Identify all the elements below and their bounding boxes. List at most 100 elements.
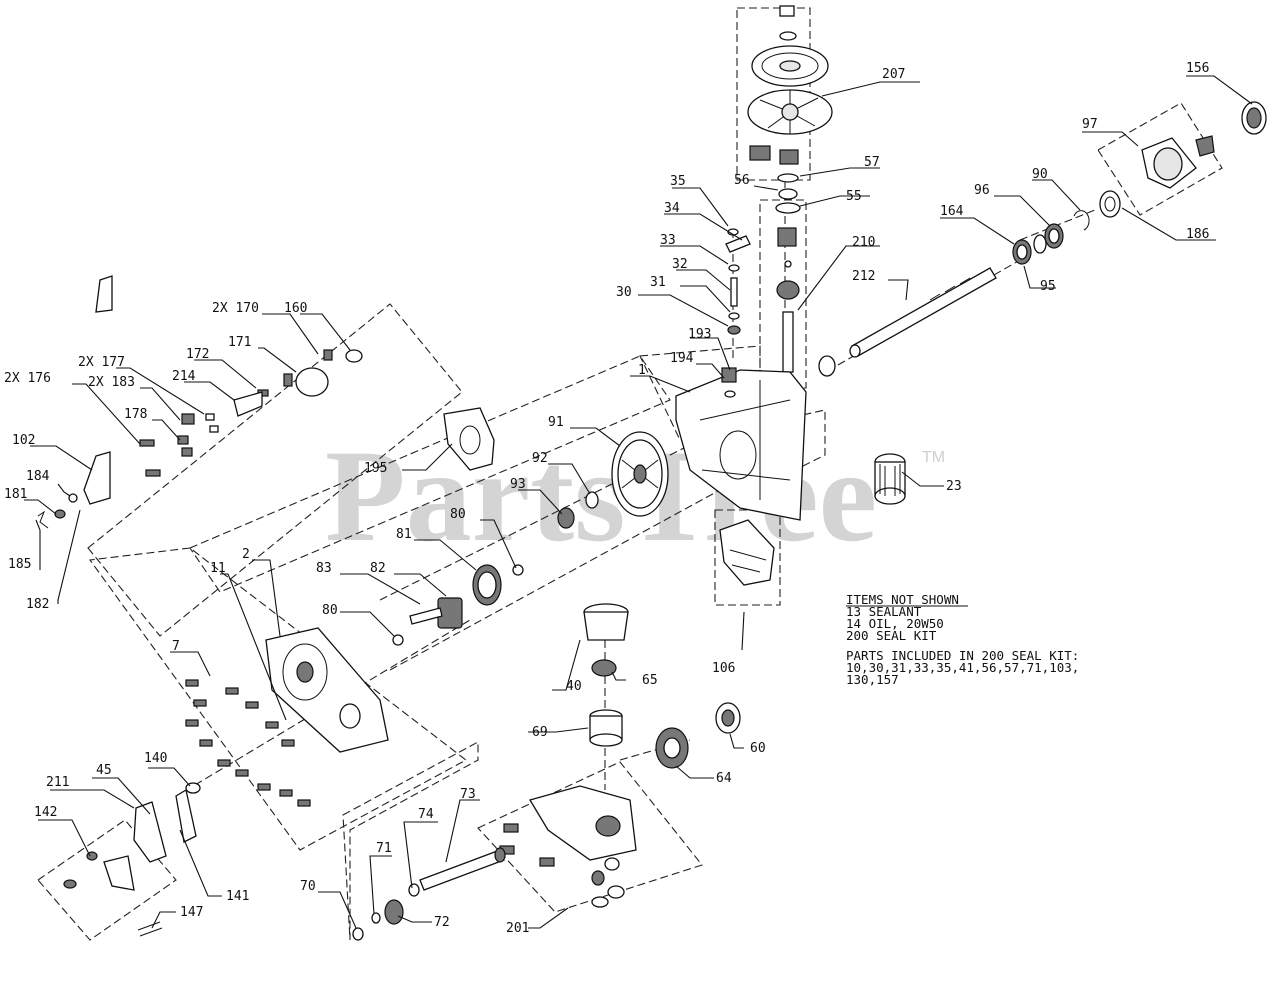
callout-2x183: 2X 183	[88, 375, 135, 390]
callout-1: 1	[638, 363, 646, 378]
callout-7: 7	[172, 639, 180, 654]
trademark-mark: TM	[922, 449, 945, 466]
part-seals-top	[775, 173, 801, 214]
nut	[779, 5, 795, 17]
callout-140: 140	[144, 751, 167, 766]
callout-164: 164	[940, 204, 964, 219]
notes-block: ITEMS NOT SHOWN 13 SEALANT 14 OIL, 20W50…	[846, 592, 1079, 687]
callout-92: 92	[532, 451, 548, 466]
callout-178: 178	[124, 407, 147, 422]
callout-142: 142	[34, 805, 57, 820]
part-linkage-fasteners	[139, 349, 363, 477]
callout-214: 214	[172, 369, 196, 384]
callout-182: 182	[26, 597, 49, 612]
outline-cover-plate	[89, 547, 468, 851]
part-106-cover	[719, 519, 775, 586]
outline-97-group	[1097, 102, 1223, 216]
part-axle	[818, 267, 997, 377]
notes-line-2: 14 OIL, 20W50	[846, 616, 944, 631]
callout-2: 2	[242, 547, 250, 562]
part-main-housing	[675, 367, 807, 521]
callout-30: 30	[616, 285, 632, 300]
hub	[749, 145, 771, 161]
callout-2x177: 2X 177	[78, 355, 125, 370]
callout-2x170: 2X 170	[212, 301, 259, 316]
part-pump-block	[583, 603, 741, 769]
callout-83: 83	[316, 561, 332, 576]
callout-11: 11	[210, 561, 226, 576]
outline-211-group	[37, 819, 177, 941]
callout-184: 184	[26, 469, 50, 484]
callout-172: 172	[186, 347, 209, 362]
callout-35: 35	[670, 174, 686, 189]
callout-80-bottom: 80	[322, 603, 338, 618]
callout-34: 34	[664, 201, 680, 216]
part-oil-filter	[874, 453, 906, 505]
callout-31: 31	[650, 275, 666, 290]
callout-91: 91	[548, 415, 564, 430]
callout-70: 70	[300, 879, 316, 894]
part-control-stack	[725, 228, 751, 335]
part-bypass-linkage	[37, 275, 201, 937]
callout-labels: 156 97 207 90 96 164 57 56 55 186 35 34 …	[4, 61, 1209, 936]
notes-line-3: 200 SEAL KIT	[846, 628, 937, 643]
callout-64: 64	[716, 771, 732, 786]
callout-56: 56	[734, 173, 750, 188]
axis-line-2	[389, 489, 721, 671]
callout-82: 82	[370, 561, 386, 576]
callout-65: 65	[642, 673, 658, 688]
part-bolts	[185, 679, 311, 807]
outline-201-group	[477, 761, 703, 913]
callout-207: 207	[882, 67, 905, 82]
part-93-bearing	[557, 507, 575, 529]
callout-147: 147	[180, 905, 203, 920]
callout-72: 72	[434, 915, 450, 930]
callout-80-top: 80	[450, 507, 466, 522]
notes-header: ITEMS NOT SHOWN	[846, 592, 959, 607]
callout-74: 74	[418, 807, 434, 822]
callout-211: 211	[46, 775, 69, 790]
callout-201: 201	[506, 921, 529, 936]
callout-55: 55	[846, 189, 862, 204]
leader-lines	[24, 75, 1253, 929]
callout-40: 40	[566, 679, 582, 694]
part-195-cover	[443, 407, 495, 471]
callout-60: 60	[750, 741, 766, 756]
callout-90: 90	[1032, 167, 1048, 182]
callout-95: 95	[1040, 279, 1056, 294]
notes-line-7: 130,157	[846, 672, 899, 687]
part-pump-shaft	[776, 227, 800, 373]
callout-32: 32	[672, 257, 688, 272]
callout-2x176: 2X 176	[4, 371, 51, 386]
washer	[779, 31, 797, 41]
part-end-cover	[265, 627, 389, 753]
part-92-washer	[585, 491, 599, 509]
callout-97: 97	[1082, 117, 1098, 132]
callout-160: 160	[284, 301, 307, 316]
callout-106: 106	[712, 661, 735, 676]
part-pulley-fan	[747, 5, 833, 165]
callout-102: 102	[12, 433, 35, 448]
notes-line-6: 10,30,31,33,35,41,56,57,71,103,	[846, 660, 1079, 675]
callout-186: 186	[1186, 227, 1209, 242]
callout-93: 93	[510, 477, 526, 492]
callout-193: 193	[688, 327, 711, 342]
callout-45: 45	[96, 763, 112, 778]
callout-195: 195	[364, 461, 387, 476]
callout-156: 156	[1186, 61, 1209, 76]
part-bearings	[1012, 210, 1090, 265]
callout-96: 96	[974, 183, 990, 198]
outline-case-2	[779, 409, 826, 471]
part-center-section	[499, 785, 637, 908]
callout-57: 57	[864, 155, 880, 170]
callout-69: 69	[532, 725, 548, 740]
part-wheel-hub	[1099, 101, 1267, 218]
callout-181: 181	[4, 487, 27, 502]
callout-210: 210	[852, 235, 875, 250]
callout-212: 212	[852, 269, 875, 284]
outline-input-shaft	[342, 741, 479, 941]
notes-line-5: PARTS INCLUDED IN 200 SEAL KIT:	[846, 648, 1079, 663]
callout-33: 33	[660, 233, 676, 248]
axle-seal	[818, 355, 836, 377]
